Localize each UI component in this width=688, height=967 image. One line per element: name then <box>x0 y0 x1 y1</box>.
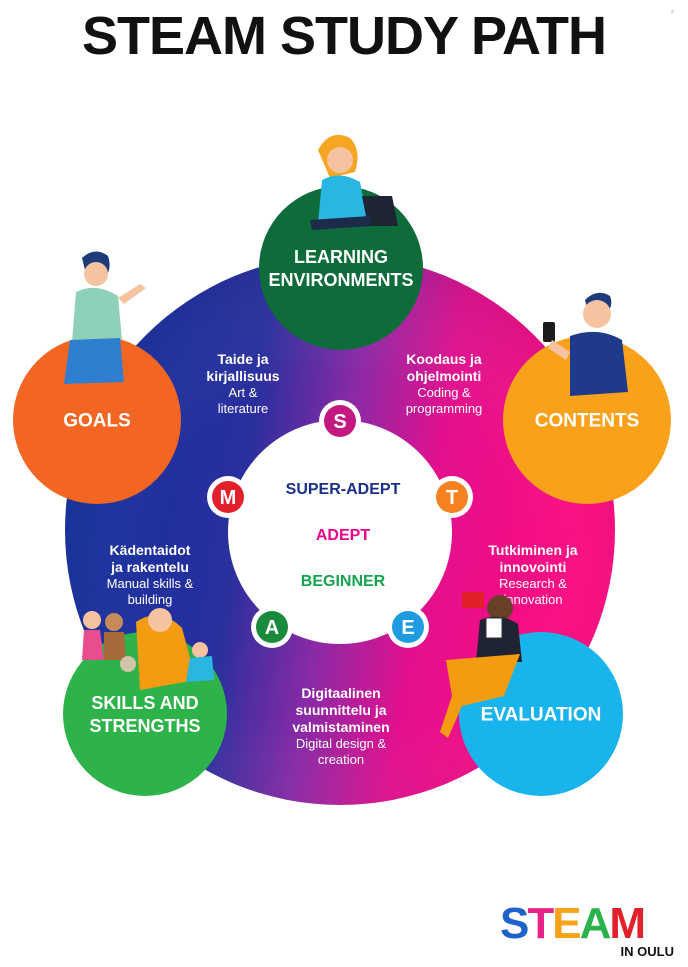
letter-badge-a-text: A <box>265 617 279 639</box>
level-adept: ADEPT <box>316 527 370 544</box>
node-goals-label: GOALS <box>63 411 131 432</box>
letter-badge-e-fill <box>392 611 424 643</box>
segment-design-fi: suunnittelu ja <box>296 702 387 718</box>
segment-research-fi: Tutkiminen ja <box>488 542 577 558</box>
logo-letter: M <box>609 899 646 948</box>
letter-badge-t-fill <box>436 481 468 513</box>
node-contents-circle <box>503 336 671 504</box>
segment-coding-en: Coding & <box>417 385 471 400</box>
letter-badge-a-fill <box>256 611 288 643</box>
node-learning-label: LEARNING <box>294 247 388 267</box>
segment-design-en: Digital design & <box>296 736 387 751</box>
logo-letter: E <box>552 899 581 948</box>
node-learning-label: ENVIRONMENTS <box>268 270 413 290</box>
letter-badge-m-text: M <box>220 487 237 509</box>
letter-badge-t: T <box>431 476 473 518</box>
letter-badge-m: M <box>207 476 249 518</box>
letter-badge-t-text: T <box>446 487 458 509</box>
letter-badge-a: A <box>251 606 293 648</box>
steam-logo-wordmark: STEAM <box>500 902 680 946</box>
contents-person-illustration <box>543 292 628 396</box>
node-skills-label: SKILLS AND <box>91 693 198 713</box>
goals-person-illustration <box>64 251 146 384</box>
segment-research-en: Research & <box>499 576 567 591</box>
node-skills-label: STRENGTHS <box>89 716 200 736</box>
evaluation-person-illustration <box>440 592 522 738</box>
segment-manual-fi: Kädentaidot <box>110 542 191 558</box>
segment-art-fi: kirjallisuus <box>206 368 279 384</box>
segment-coding-en: programming <box>406 401 483 416</box>
letter-badge-m-fill <box>212 481 244 513</box>
letter-badge-s: S <box>319 400 361 442</box>
segment-design-fi: valmistaminen <box>292 719 389 735</box>
segment-art-en: Art & <box>229 385 258 400</box>
node-learning: LEARNING ENVIRONMENTS <box>259 186 423 350</box>
segment-art-fi: Taide ja <box>217 351 268 367</box>
letter-badge-s-text: S <box>333 411 346 433</box>
logo-letter: A <box>579 899 612 948</box>
letter-badge-e: E <box>387 606 429 648</box>
logo-subtitle: IN OULU <box>620 944 674 959</box>
level-super-adept: SUPER-ADEPT <box>286 481 401 498</box>
corner-mark <box>671 10 674 13</box>
learning-person-illustration <box>310 134 398 230</box>
node-contents-label: CONTENTS <box>535 411 640 432</box>
letter-badge-s-fill <box>324 405 356 437</box>
segment-coding-fi: ohjelmointi <box>407 368 482 384</box>
segment-design-en: creation <box>318 752 364 767</box>
letter-badge-e-text: E <box>401 617 414 639</box>
segment-manual-en: building <box>128 592 173 607</box>
level-beginner: BEGINNER <box>301 573 386 590</box>
node-contents: CONTENTS <box>503 336 671 504</box>
segment-design-fi: Digitaalinen <box>301 685 380 701</box>
segment-coding-fi: Koodaus ja <box>406 351 482 367</box>
node-goals: GOALS <box>13 336 181 504</box>
skills-family-illustration <box>82 608 214 690</box>
segment-manual-en: Manual skills & <box>107 576 194 591</box>
segment-research-en: innovation <box>503 592 562 607</box>
segment-art-en: literature <box>218 401 269 416</box>
page-title: STEAM STUDY PATH <box>81 6 607 66</box>
node-learning-circle <box>259 186 423 350</box>
node-goals-circle <box>13 336 181 504</box>
levels-circle <box>228 420 452 644</box>
segment-research-fi: innovointi <box>500 559 567 575</box>
logo-letter: S <box>500 899 529 948</box>
node-evaluation-label: EVALUATION <box>481 705 602 726</box>
segment-manual-fi: ja rakentelu <box>110 559 189 575</box>
logo-letter: T <box>527 899 554 948</box>
steam-in-oulu-logo: STEAM IN OULU <box>500 902 680 962</box>
